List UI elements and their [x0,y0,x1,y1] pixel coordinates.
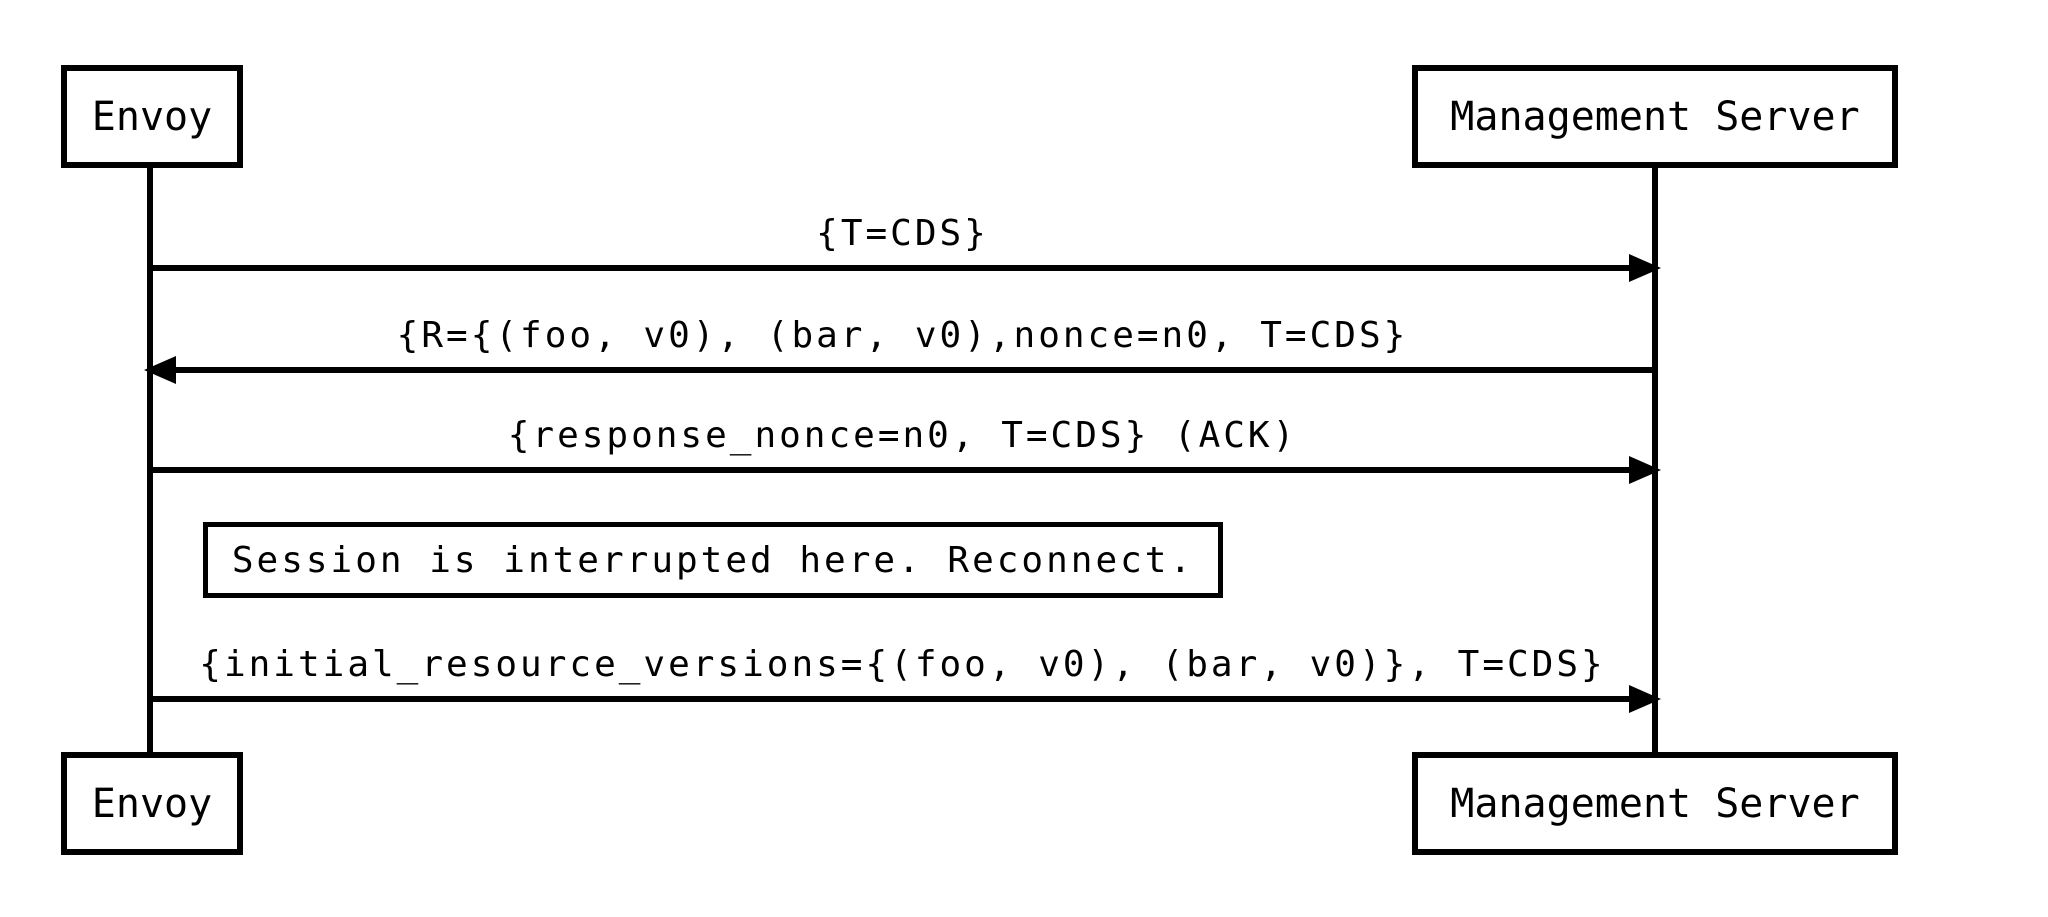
message-ack-label: {response_nonce=n0, T=CDS} (ACK) [507,415,1298,456]
message-reconnect-request-line [147,685,1661,713]
actor-box-envoy-top: Envoy [61,65,243,168]
actor-box-envoy-bottom: Envoy [61,752,243,855]
message-ack: {response_nonce=n0, T=CDS} (ACK) [147,413,1661,484]
message-discovery-request-label: {T=CDS} [816,213,989,254]
message-reconnect-request: {initial_resource_versions={(foo, v0), (… [147,642,1661,713]
message-discovery-request: {T=CDS} [147,211,1661,282]
arrowhead-right-icon [1629,456,1661,484]
message-discovery-response-line [144,356,1658,384]
actor-label-envoy-bottom: Envoy [91,780,213,827]
actor-label-management-server-top: Management Server [1450,93,1860,140]
message-reconnect-request-label: {initial_resource_versions={(foo, v0), (… [199,644,1606,685]
note-label: Session is interrupted here. Reconnect. [231,539,1195,581]
message-discovery-response: {R={(foo, v0), (bar, v0),nonce=n0, T=CDS… [144,313,1658,384]
message-ack-line [147,456,1661,484]
actor-label-management-server-bottom: Management Server [1450,780,1860,827]
lifeline-envoy [147,168,153,758]
actor-box-management-server-bottom: Management Server [1412,752,1898,855]
arrowhead-right-icon [1629,254,1661,282]
arrowhead-left-icon [144,356,176,384]
note-box: Session is interrupted here. Reconnect. [203,522,1223,598]
message-discovery-request-line [147,254,1661,282]
actor-label-envoy-top: Envoy [91,93,213,140]
message-discovery-response-label: {R={(foo, v0), (bar, v0),nonce=n0, T=CDS… [396,315,1409,356]
arrowhead-right-icon [1629,685,1661,713]
actor-box-management-server-top: Management Server [1412,65,1898,168]
